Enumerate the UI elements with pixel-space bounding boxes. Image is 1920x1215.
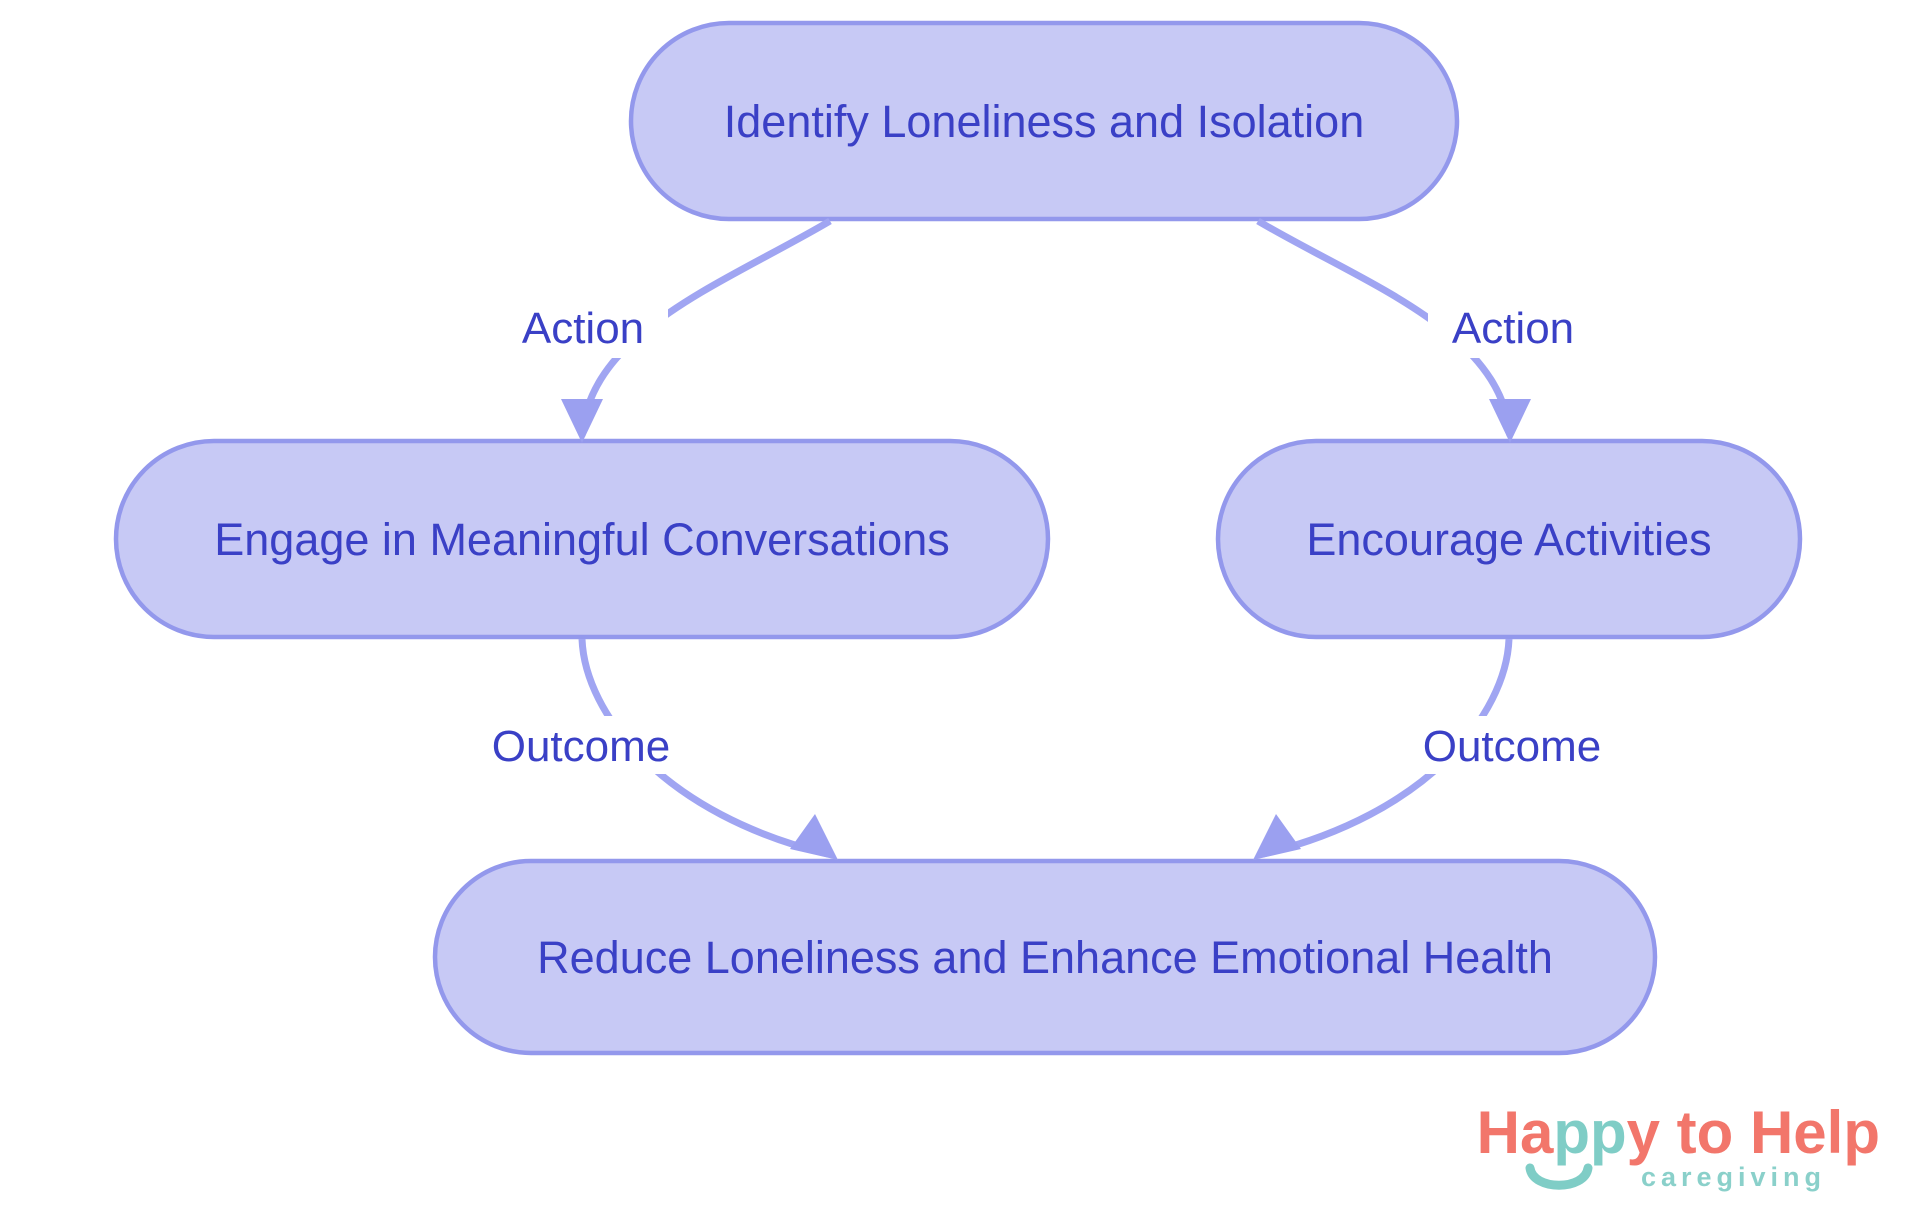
node-engage: Engage in Meaningful Conversations <box>113 438 1051 640</box>
logo-wordmark: Happy to Help <box>1424 1102 1880 1164</box>
edge-label-outcome-left-bg <box>475 716 687 774</box>
node-identify-label: Identify Loneliness and Isolation <box>724 96 1364 147</box>
edge-label-action-left-text: Action <box>522 304 644 353</box>
edge-label-action-left: Action <box>498 296 668 358</box>
edge-label-action-left-bg <box>498 296 668 358</box>
logo-wordmark-part1: Ha <box>1476 1099 1554 1166</box>
edge-label-outcome-right: Outcome <box>1406 716 1618 774</box>
node-identify-shape <box>628 20 1460 222</box>
arrowhead-identify-encourage <box>1489 399 1531 443</box>
node-encourage-shape <box>1215 438 1803 640</box>
arrowhead-engage-reduce <box>790 814 838 860</box>
edge-identify-engage <box>578 217 832 437</box>
node-reduce-shape <box>432 858 1658 1056</box>
arrowhead-identify-engage <box>561 399 603 443</box>
edge-label-action-right-text: Action <box>1452 304 1574 353</box>
edge-identify-encourage <box>1256 217 1514 437</box>
edge-label-action-right-bg <box>1428 296 1598 358</box>
logo-wordmark-part2: pp <box>1553 1099 1627 1166</box>
node-encourage: Encourage Activities <box>1215 438 1803 640</box>
edge-label-outcome-left-text: Outcome <box>492 722 671 771</box>
node-identify: Identify Loneliness and Isolation <box>628 20 1460 222</box>
logo-wordmark-part3: y to Help <box>1626 1099 1880 1166</box>
happy-to-help-logo: Happy to Help caregiving <box>1424 1102 1880 1193</box>
node-reduce: Reduce Loneliness and Enhance Emotional … <box>432 858 1658 1056</box>
edge-label-action-right: Action <box>1428 296 1598 358</box>
edge-label-outcome-left: Outcome <box>475 716 687 774</box>
node-reduce-label: Reduce Loneliness and Enhance Emotional … <box>537 932 1553 983</box>
node-engage-label: Engage in Meaningful Conversations <box>214 514 949 565</box>
arrowhead-encourage-reduce <box>1253 814 1301 860</box>
edge-label-outcome-right-text: Outcome <box>1423 722 1602 771</box>
node-encourage-label: Encourage Activities <box>1306 514 1711 565</box>
smile-icon-arc <box>1525 1163 1593 1190</box>
logo-tagline: caregiving <box>1640 1162 1826 1192</box>
edge-label-outcome-right-bg <box>1406 716 1618 774</box>
smile-icon <box>1525 1163 1593 1190</box>
